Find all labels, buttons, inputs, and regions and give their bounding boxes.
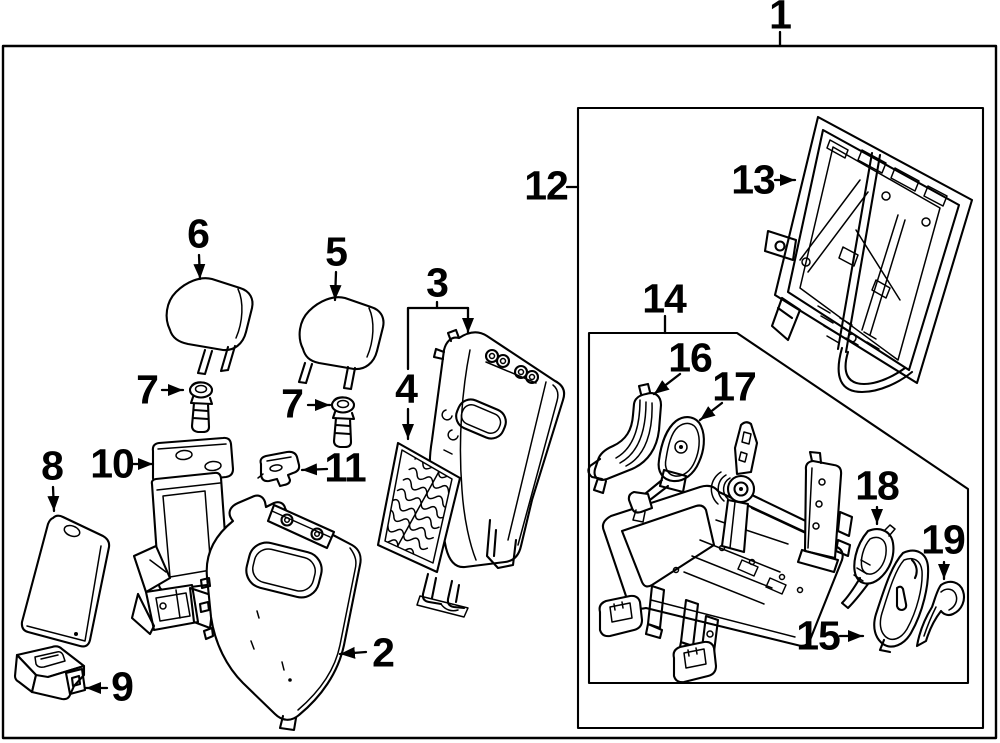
leader-6	[193, 253, 206, 281]
leader-lines-arrows	[47, 174, 950, 694]
headrest-5-drawing	[297, 296, 385, 391]
seatback-cover-3-drawing	[428, 328, 566, 570]
leader-lines-plain	[406, 30, 782, 371]
leader-5	[329, 270, 342, 302]
guide-pin-7a-drawing	[188, 381, 214, 434]
latch-11-drawing	[257, 450, 301, 488]
recliner-17-drawing	[627, 416, 705, 523]
assembly-14-outline	[587, 331, 970, 685]
guide-pin-7b-drawing	[330, 396, 356, 449]
shield-15-drawing	[873, 549, 930, 654]
assembly-1-border	[1, 44, 998, 740]
leader-17	[698, 401, 724, 422]
leader-11	[300, 463, 329, 476]
headrest-6-drawing	[165, 277, 254, 376]
seatback-frame-13-drawing	[763, 115, 974, 394]
subassembly-12-border	[576, 106, 985, 730]
handle-19-drawing	[915, 580, 966, 648]
guide-18-drawing	[840, 524, 896, 610]
leader-8	[47, 485, 60, 513]
leader-16	[652, 372, 682, 396]
armrest-lid-8-drawing	[20, 514, 111, 648]
leader-3-bracket	[406, 300, 470, 371]
cupholder-9-drawing	[13, 645, 87, 701]
bracket-16-drawing	[587, 382, 663, 495]
seatback-cushion-2-drawing	[198, 494, 362, 732]
cushion-frame-14-drawing	[598, 421, 854, 684]
leader-2	[338, 646, 368, 659]
spring-mat-4-drawing	[376, 441, 469, 618]
